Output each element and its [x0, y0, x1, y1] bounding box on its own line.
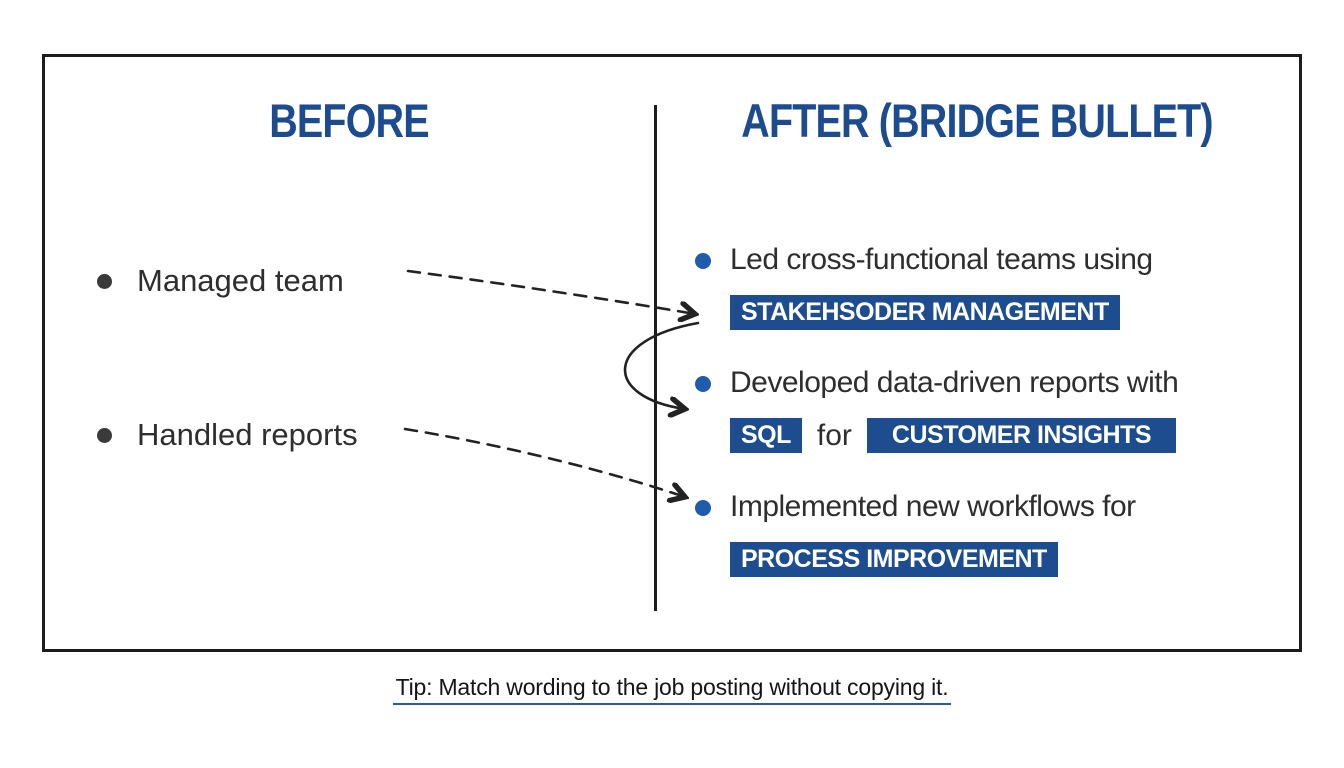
dashed-arrow-managed-to-first — [406, 269, 695, 314]
keyword-highlight: PROCESS IMPROVEMENT — [730, 542, 1058, 577]
bullet-dot-icon — [97, 273, 112, 289]
curved-arrow-first-to-second — [623, 321, 700, 409]
column-divider — [654, 105, 657, 611]
keyword-highlight: SQL — [730, 418, 802, 453]
tip-caption-text: Tip: Match wording to the job posting wi… — [392, 674, 952, 705]
tip-caption: Tip: Match wording to the job posting wi… — [0, 674, 1344, 705]
before-item-label: Handled reports — [137, 417, 358, 452]
keyword-highlight: CUSTOMER INSIGHTS — [866, 418, 1177, 453]
keyword-highlight: STAKEHSODER MANAGEMENT — [730, 295, 1120, 330]
after-item-text: Developed data-driven reports with — [730, 366, 1179, 399]
connector-word: for — [816, 418, 852, 452]
after-item-stakeholder: Led cross-functional teams using STAKEHS… — [695, 241, 1153, 330]
bullet-dot-icon — [695, 376, 711, 392]
before-item-label: Managed team — [137, 263, 344, 298]
bullet-dot-icon — [695, 253, 711, 269]
bullet-dot-icon — [97, 427, 112, 443]
after-item-sql-insights: Developed data-driven reports with SQL f… — [695, 364, 1179, 453]
comparison-panel: BEFORE AFTER (BRIDGE BULLET) Managed tea… — [42, 54, 1302, 652]
dashed-arrow-handled-to-third — [403, 427, 685, 497]
bullet-dot-icon — [695, 500, 711, 516]
after-item-process: Implemented new workflows for PROCESS IM… — [695, 488, 1136, 577]
after-item-text: Implemented new workflows for — [730, 490, 1136, 523]
after-item-text: Led cross-functional teams using — [730, 243, 1153, 276]
before-heading: BEFORE — [269, 94, 429, 147]
after-heading: AFTER (BRIDGE BULLET) — [741, 94, 1213, 147]
before-item-handled-reports: Handled reports — [97, 413, 358, 457]
before-item-managed-team: Managed team — [97, 259, 344, 303]
